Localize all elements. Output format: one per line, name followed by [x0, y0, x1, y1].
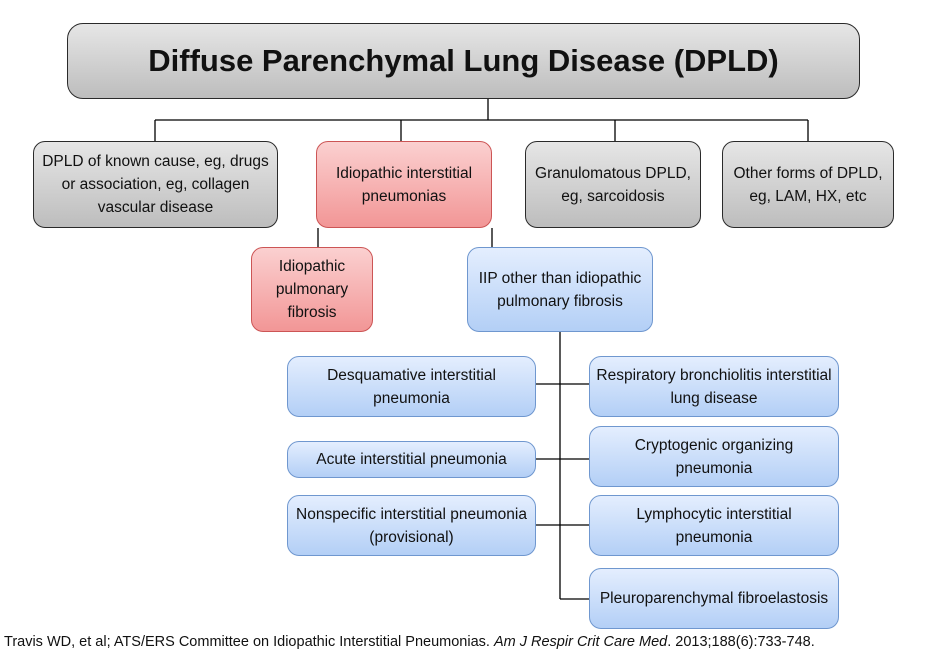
citation-journal: Am J Respir Crit Care Med: [493, 634, 668, 650]
cop-label: Cryptogenic organizing pneumonia: [634, 436, 794, 477]
granulomatous-label: Granulomatous DPLD, eg, sarcoidosis: [535, 164, 691, 205]
ppfe-label: Pleuroparenchymal fibroelastosis: [599, 590, 829, 607]
aip-box: Acute interstitial pneumonia: [287, 441, 536, 478]
nsip-box: Nonspecific interstitial pneumonia (prov…: [287, 495, 536, 556]
iip-box: Idiopathic interstitial pneumonias: [316, 141, 492, 228]
lip-box: Lymphocytic interstitial pneumonia: [589, 495, 839, 556]
citation-authors: Travis WD, et al; ATS/ERS Committee on I…: [4, 634, 494, 650]
other-forms-box: Other forms of DPLD, eg, LAM, HX, etc: [722, 141, 894, 228]
iip-other-box: IIP other than idiopathic pulmonary fibr…: [467, 247, 653, 332]
rbild-label: Respiratory bronchiolitis interstitial l…: [596, 366, 832, 407]
granulomatous-box: Granulomatous DPLD, eg, sarcoidosis: [525, 141, 701, 228]
iip-other-label: IIP other than idiopathic pulmonary fibr…: [478, 269, 642, 310]
ppfe-box: Pleuroparenchymal fibroelastosis: [589, 568, 839, 629]
aip-label: Acute interstitial pneumonia: [316, 451, 507, 468]
rbild-box: Respiratory bronchiolitis interstitial l…: [589, 356, 839, 417]
iip-label: Idiopathic interstitial pneumonias: [335, 164, 473, 205]
dip-label: Desquamative interstitial pneumonia: [327, 366, 496, 407]
dpld-title-box: Diffuse Parenchymal Lung Disease (DPLD): [67, 23, 860, 99]
ipf-label: Idiopathic pulmonary fibrosis: [275, 258, 349, 321]
citation: Travis WD, et al; ATS/ERS Committee on I…: [4, 634, 815, 650]
cop-box: Cryptogenic organizing pneumonia: [589, 426, 839, 487]
known-cause-box: DPLD of known cause, eg, drugs or associ…: [33, 141, 278, 228]
nsip-label: Nonspecific interstitial pneumonia (prov…: [296, 505, 527, 546]
dip-box: Desquamative interstitial pneumonia: [287, 356, 536, 417]
known-cause-label: DPLD of known cause, eg, drugs or associ…: [42, 153, 269, 216]
other-forms-label: Other forms of DPLD, eg, LAM, HX, etc: [733, 164, 883, 205]
citation-details: . 2013;188(6):733-748.: [667, 634, 815, 650]
page-title: Diffuse Parenchymal Lung Disease (DPLD): [148, 43, 779, 78]
ipf-box: Idiopathic pulmonary fibrosis: [251, 247, 373, 332]
lip-label: Lymphocytic interstitial pneumonia: [636, 505, 792, 546]
